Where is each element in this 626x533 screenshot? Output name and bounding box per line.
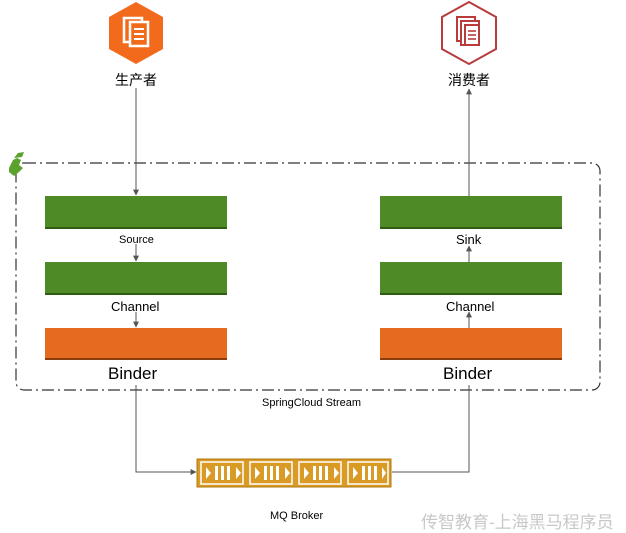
source-box [45,196,227,227]
right-channel-label: Channel [446,299,495,314]
left-binder-box [45,328,227,358]
right-column [380,196,562,360]
consumer-icon [441,0,497,66]
sink-box [380,196,562,227]
consumer-connectors [392,88,472,473]
stream-boundary [15,162,601,391]
producer-connectors [133,88,197,475]
spring-leaf-icon [9,152,24,176]
mq-broker-icon [196,458,392,488]
consumer-label: 消费者 [448,72,490,88]
producer-icon [109,2,163,64]
right-binder-box [380,328,562,358]
watermark: 传智教育-上海黑马程序员 [421,513,614,532]
left-channel-box [45,262,227,293]
right-binder-label: Binder [443,364,493,383]
stream-title: SpringCloud Stream [262,397,362,409]
source-label: Source [119,234,154,246]
right-channel-box [380,262,562,293]
left-column [45,196,227,360]
broker-label: MQ Broker [270,510,324,522]
left-binder-label: Binder [108,364,158,383]
producer-label: 生产者 [115,72,157,88]
left-channel-label: Channel [111,299,160,314]
sink-label: Sink [456,232,482,247]
